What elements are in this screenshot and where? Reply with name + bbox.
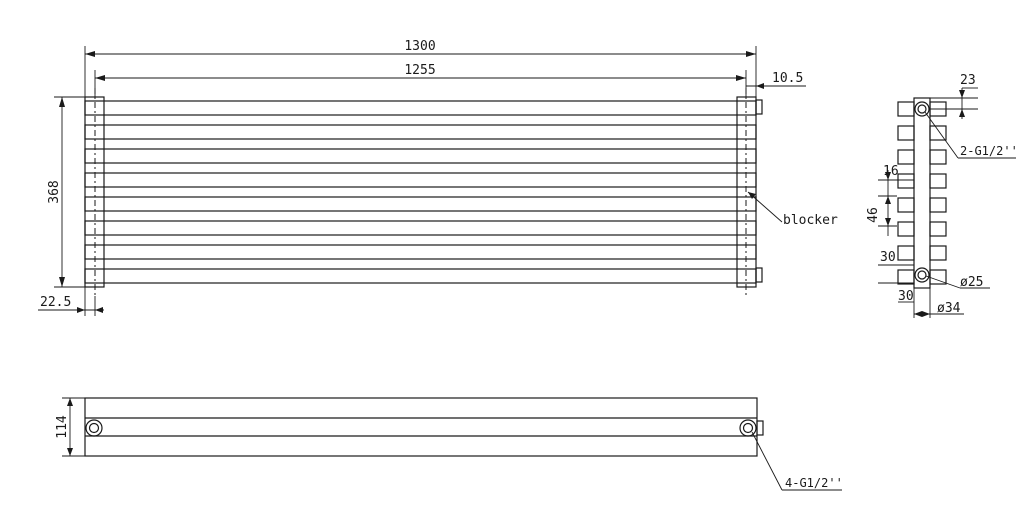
- side-tube-stub: [929, 125, 947, 141]
- dim-top: 23: [960, 73, 976, 88]
- side-view: 23 2-G1/2'' 16 46 30 30 ø25 ø34: [866, 73, 1018, 318]
- dim-bottom-a: 30: [880, 250, 896, 265]
- right-connection-inner: [742, 422, 754, 434]
- label-blocker: blocker: [783, 213, 838, 228]
- horizontal-tube: [84, 244, 757, 260]
- top-plug: [755, 99, 763, 115]
- side-tube-stub: [897, 101, 915, 117]
- bottom-view-plug: [756, 420, 764, 436]
- horizontal-tube: [84, 268, 757, 284]
- dim-height: 368: [47, 180, 62, 203]
- top-pipe-inner: [917, 104, 927, 114]
- side-tube-stub: [897, 269, 915, 285]
- top-pipe-outer: [914, 101, 930, 117]
- side-tube-stub: [897, 197, 915, 213]
- side-tube-stub: [929, 173, 947, 189]
- side-tube-stub: [929, 197, 947, 213]
- horizontal-tube: [84, 148, 757, 164]
- side-header: [913, 97, 931, 289]
- horizontal-tube: [84, 172, 757, 188]
- dim-total-width: 1300: [404, 39, 435, 54]
- dim-offset-right: 10.5: [772, 71, 803, 86]
- bottom-outline: [84, 397, 758, 457]
- inlet-leader: [924, 111, 959, 159]
- dim-tube-width: 16: [883, 164, 899, 179]
- blocker-leader: [747, 191, 783, 223]
- bottom-pipe-inner: [917, 270, 927, 280]
- horizontal-tube: [84, 196, 757, 212]
- side-tube-stub: [897, 149, 915, 165]
- side-tube-stub: [897, 173, 915, 189]
- side-tube-stub: [897, 245, 915, 261]
- connections-leader: [751, 431, 783, 491]
- side-tube-stub: [929, 245, 947, 261]
- bottom-view: 114 4-G1/2'': [55, 397, 843, 491]
- left-connection-inner: [88, 422, 100, 434]
- left-connection-outer: [85, 419, 103, 437]
- dim-pipe-outer: ø34: [937, 301, 961, 316]
- label-connections: 4-G1/2'': [785, 476, 843, 490]
- dim-tube-pitch: 46: [866, 207, 881, 223]
- horizontal-tube: [84, 220, 757, 236]
- dim-depth: 114: [55, 415, 70, 439]
- pipe-inner-leader: [925, 275, 961, 289]
- side-tube-stub: [929, 149, 947, 165]
- side-tube-stub: [897, 221, 915, 237]
- horizontal-tubes: [84, 100, 757, 284]
- side-tube-stub: [897, 125, 915, 141]
- dim-offset-left: 22.5: [40, 295, 71, 310]
- side-tube-stubs: [897, 101, 947, 285]
- label-inlet: 2-G1/2'': [960, 144, 1018, 158]
- right-connection-outer: [739, 419, 757, 437]
- bottom-plug: [755, 267, 763, 283]
- dim-centers: 1255: [404, 63, 435, 78]
- side-tube-stub: [929, 221, 947, 237]
- horizontal-tube: [84, 100, 757, 116]
- bottom-pipe-outer: [914, 267, 930, 283]
- horizontal-tube: [84, 124, 757, 140]
- dim-bottom-b: 30: [898, 289, 914, 304]
- dim-pipe-inner: ø25: [960, 275, 983, 290]
- front-view: 1300 1255 10.5 368 22.5 blocker: [38, 39, 838, 316]
